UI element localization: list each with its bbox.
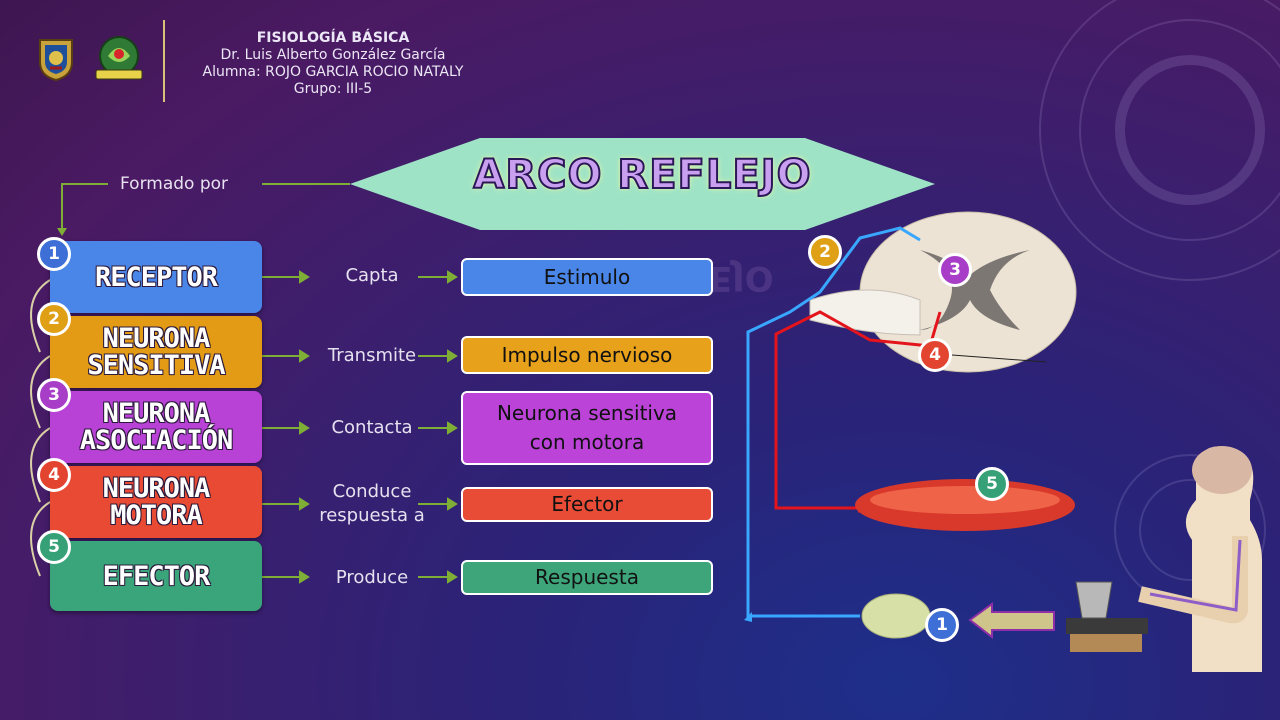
result-efector: Efector <box>461 487 713 522</box>
formed-by-label: Formado por <box>120 174 229 194</box>
result-neurona-line2: con motora <box>529 430 645 454</box>
diagram-badge-1: 1 <box>925 608 959 642</box>
faculty-logo <box>90 32 148 84</box>
motor-neuron-label-2: MOTORA <box>110 500 203 531</box>
group-label: Grupo: III-5 <box>293 81 373 97</box>
badge-4: 4 <box>37 458 71 492</box>
header-divider <box>163 20 165 102</box>
title-banner <box>350 138 935 230</box>
association-neuron-box: NEURONA ASOCIACIÓN <box>50 391 262 463</box>
verb-produce: Produce <box>335 567 409 588</box>
verb-conduce-line1: Conduce <box>332 481 412 502</box>
association-neuron-label-2: ASOCIACIÓN <box>79 425 234 456</box>
diagram-badge-4: 4 <box>918 338 952 372</box>
result-impulso: Impulso nervioso <box>461 336 713 374</box>
university-shield-logo <box>36 36 76 82</box>
slide-title: ARCO REFLEJO <box>472 151 812 199</box>
result-estimulo: Estimulo <box>461 258 713 296</box>
badge-2: 2 <box>37 302 71 336</box>
header-info: FISIOLOGÍA BÁSICA Dr. Luis Alberto Gonzá… <box>168 30 498 98</box>
verb-conduce: Conduce respuesta a <box>306 480 438 528</box>
receptor-box: RECEPTOR <box>50 241 262 313</box>
association-neuron-label-1: NEURONA <box>102 398 211 429</box>
teacher-name: Dr. Luis Alberto González García <box>220 47 446 63</box>
diagram-badge-2: 2 <box>808 235 842 269</box>
effector-label: EFECTOR <box>102 560 211 592</box>
badge-5: 5 <box>37 530 71 564</box>
verb-conduce-line2: respuesta a <box>319 505 425 526</box>
effector-box: EFECTOR <box>50 541 262 611</box>
student-name: Alumna: ROJO GARCIA ROCIO NATALY <box>202 64 464 80</box>
motor-neuron-box: NEURONA MOTORA <box>50 466 262 538</box>
verb-contacta: Contacta <box>331 417 413 438</box>
diagram-badge-3: 3 <box>938 253 972 287</box>
diagram-badge-5: 5 <box>975 467 1009 501</box>
badge-1: 1 <box>37 237 71 271</box>
sensory-neuron-label-2: SENSITIVA <box>87 350 225 381</box>
course-title: FISIOLOGÍA BÁSICA <box>256 30 410 46</box>
result-neurona-line1: Neurona sensitiva <box>496 401 678 425</box>
result-respuesta: Respuesta <box>461 560 713 595</box>
motor-neuron-label-1: NEURONA <box>102 473 211 504</box>
verb-capta: Capta <box>345 265 399 286</box>
sensory-neuron-box: NEURONA SENSITIVA <box>50 316 262 388</box>
sensory-neuron-label-1: NEURONA <box>102 323 211 354</box>
verb-transmite: Transmite <box>327 345 417 366</box>
result-neurona: Neurona sensitiva con motora <box>461 391 713 465</box>
badge-3: 3 <box>37 378 71 412</box>
receptor-label: RECEPTOR <box>94 261 218 293</box>
